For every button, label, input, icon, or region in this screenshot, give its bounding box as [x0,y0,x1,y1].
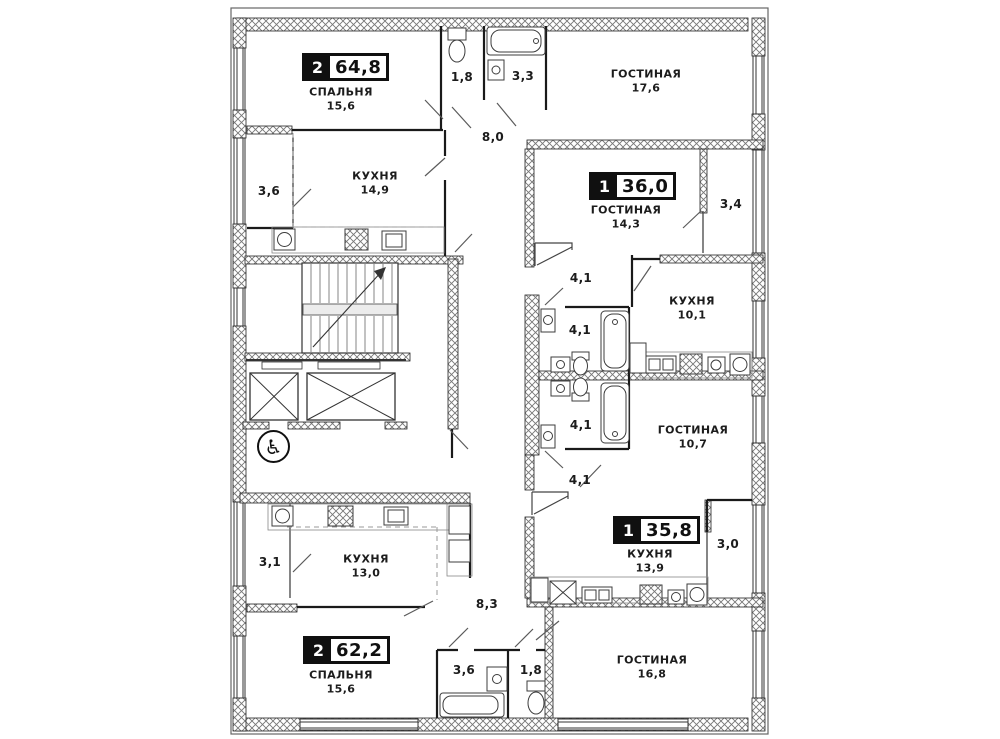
badge-area: 35,8 [646,519,693,541]
badge-room-count: 1 [616,519,641,541]
kitchen-fixtures [267,226,753,606]
area-label-balcony-3-0: 3,0 [716,537,740,551]
badge-area: 64,8 [335,56,382,78]
room-label-living-17-6: ГОСТИНАЯ 17,6 [610,67,682,95]
building-outline [230,7,769,735]
room-label-bedroom-bottom: СПАЛЬНЯ 15,6 [309,668,373,696]
inner-walls [239,125,764,719]
area-label-wc-top: 1,8 [450,70,474,84]
apartment-badge-35-8: 1 35,8 [613,516,701,544]
badge-room-count: 1 [592,175,617,197]
room-label-kitchen-14-9: КУХНЯ 14,9 [352,169,398,197]
apartment-badge-62-2: 2 62,2 [303,636,391,664]
room-label-living-10-7: ГОСТИНАЯ 10,7 [657,423,729,451]
windows [233,47,765,731]
area-label-bath-4-1-b: 4,1 [569,418,593,432]
elevator-shaft-large [306,372,396,421]
area-label-balcony-3-6: 3,6 [257,184,281,198]
room-label-living-16-8: ГОСТИНАЯ 16,8 [616,653,688,681]
area-label-bath-top: 3,3 [511,69,535,83]
bathroom-fixtures [439,26,630,718]
area-label-bath-4-1-a: 4,1 [568,323,592,337]
area-label-bath-bottom: 3,6 [452,663,476,677]
area-label-hall-8-3: 8,3 [475,597,499,611]
elevator-shaft-small [249,372,299,421]
area-label-wc-bottom: 1,8 [519,663,543,677]
badge-room-count: 2 [306,639,331,661]
room-label-living-14-3: ГОСТИНАЯ 14,3 [590,203,662,231]
door-swings [292,99,702,648]
badge-room-count: 2 [305,56,330,78]
area-label-hall-4-1-a: 4,1 [569,271,593,285]
elevators [246,359,406,421]
stairs [301,262,399,354]
entry-doors [531,242,573,515]
room-label-kitchen-10-1: КУХНЯ 10,1 [669,294,715,322]
area-label-balcony-3-4: 3,4 [719,197,743,211]
room-label-kitchen-13-9: КУХНЯ 13,9 [627,547,673,575]
apartment-badge-64-8: 2 64,8 [302,53,390,81]
accessibility-badge: ♿ [257,430,290,463]
badge-area: 36,0 [622,175,669,197]
area-label-hall-8-0: 8,0 [481,130,505,144]
room-label-bedroom-top: СПАЛЬНЯ 15,6 [309,85,373,113]
apartment-badge-36-0: 1 36,0 [589,172,677,200]
kitchen-work-zones [287,133,443,600]
area-label-balcony-3-1: 3,1 [258,555,282,569]
badge-area: 62,2 [336,639,383,661]
area-label-hall-4-1-b: 4,1 [568,473,592,487]
wheelchair-accessible-icon: ♿ [264,434,283,459]
room-label-kitchen-13-0: КУХНЯ 13,0 [343,552,389,580]
